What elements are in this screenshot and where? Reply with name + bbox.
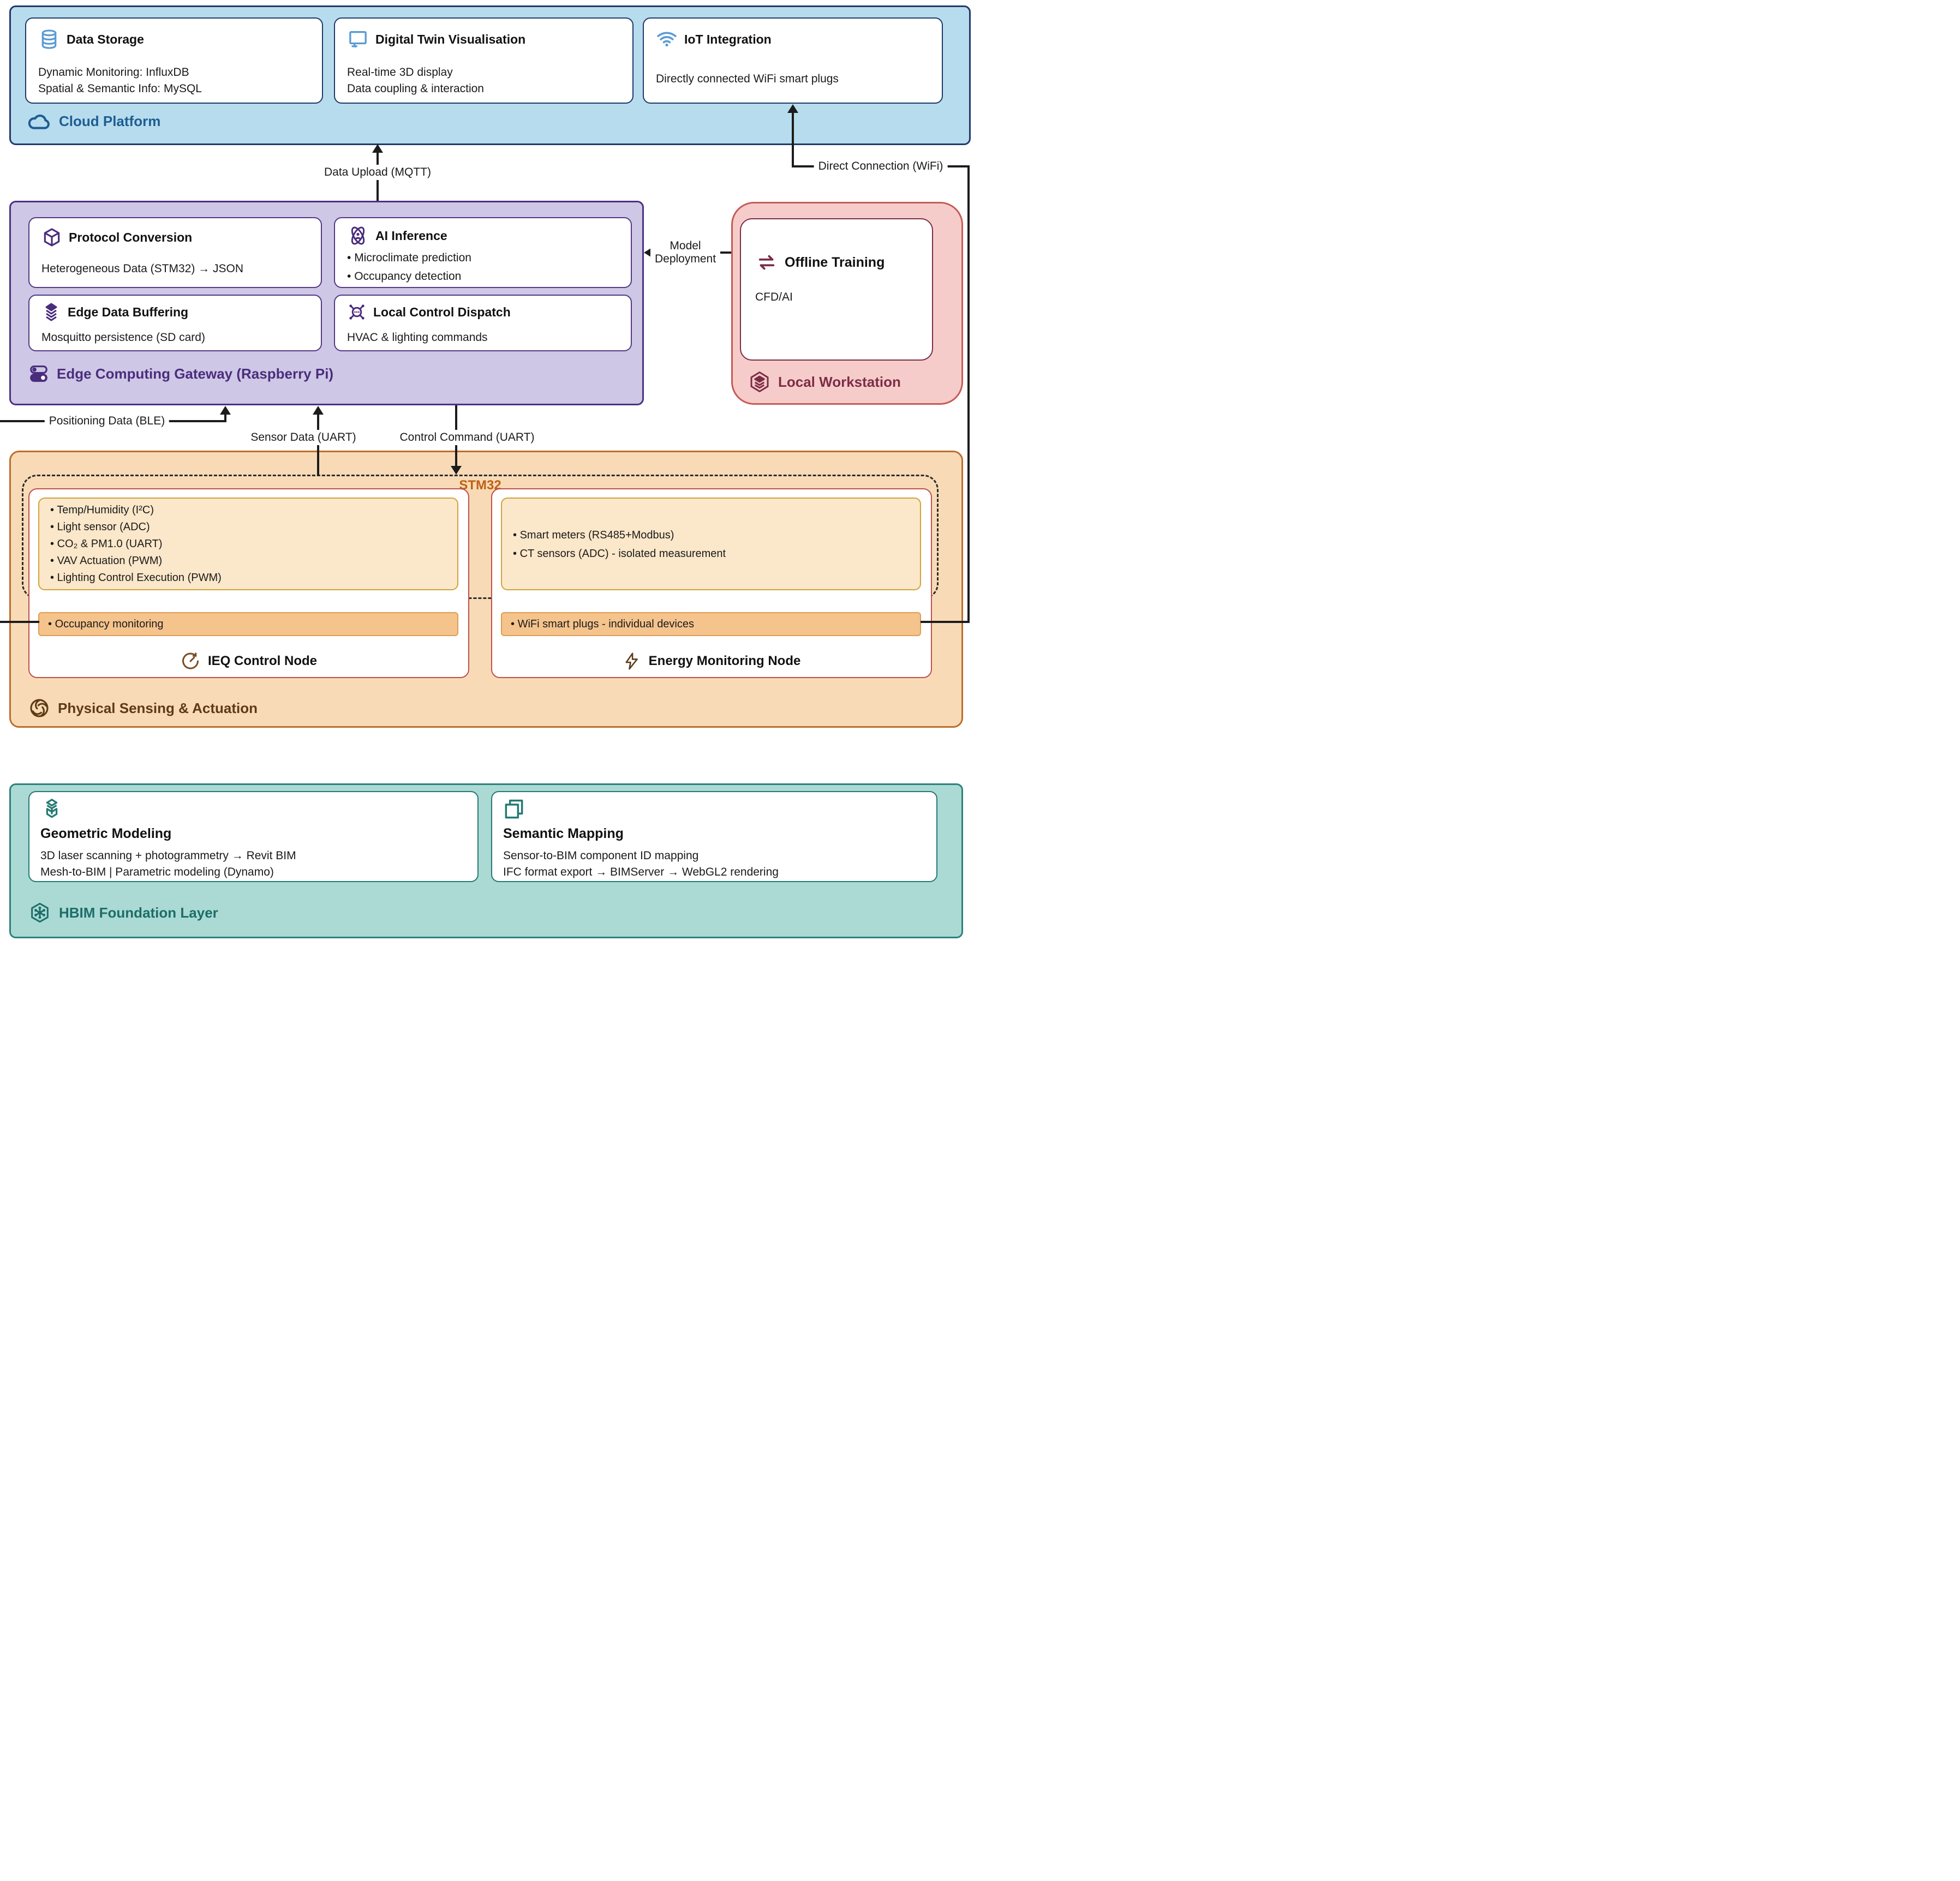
ai-inference-card: AI Inference Microclimate prediction Occ… (334, 217, 632, 288)
occupancy-connector-line (0, 621, 39, 623)
ieq-node-title: IEQ Control Node (181, 651, 317, 671)
card-line: HVAC & lighting commands (347, 331, 488, 344)
card-title: Protocol Conversion (69, 230, 193, 244)
ieq-item: CO₂ & PM1.0 (UART) (50, 536, 468, 553)
positioning-line-up (224, 414, 226, 421)
section-label-text: Edge Computing Gateway (Raspberry Pi) (57, 365, 334, 382)
ieq-peripherals-box: Temp/Humidity (I²C) Light sensor (ADC) C… (38, 498, 458, 590)
node-title-text: IEQ Control Node (208, 654, 317, 668)
data-upload-label: Data Upload (MQTT) (319, 165, 436, 180)
card-line: Sensor-to-BIM component ID mapping (503, 849, 699, 862)
physical-sensing-label: Physical Sensing & Actuation (28, 697, 258, 719)
card-title: Digital Twin Visualisation (375, 32, 526, 46)
wifi-icon (656, 28, 678, 50)
card-title: Offline Training (785, 254, 885, 270)
section-label-text: Cloud Platform (59, 112, 161, 129)
gauge-icon (181, 651, 200, 671)
section-label-text: Physical Sensing & Actuation (58, 699, 258, 716)
local-control-dispatch-card: Local Control Dispatch HVAC & lighting c… (334, 295, 632, 351)
data-upload-arrowhead (372, 144, 383, 153)
control-command-label: Control Command (UART) (395, 430, 539, 445)
wire-cube-icon (39, 798, 64, 823)
offline-training-card: Offline Training CFD/AI (740, 218, 933, 361)
hex-layers-icon (749, 371, 770, 393)
card-line: Dynamic Monitoring: InfluxDB (38, 66, 189, 79)
stacked-layers-icon (41, 302, 61, 322)
card-title: AI Inference (375, 228, 447, 243)
energy-item: Smart meters (RS485+Modbus) (513, 526, 931, 544)
geometric-modeling-card: Geometric Modeling 3D laser scanning + p… (28, 791, 479, 882)
ieq-item: Temp/Humidity (I²C) (50, 502, 468, 519)
local-workstation-label: Local Workstation (749, 371, 901, 393)
cube-icon (41, 227, 62, 248)
architecture-diagram: Data Storage Dynamic Monitoring: InfluxD… (0, 0, 980, 941)
card-line: Directly connected WiFi smart plugs (656, 73, 839, 85)
edge-data-buffering-card: Edge Data Buffering Mosquitto persistenc… (28, 295, 322, 351)
model-deployment-label: Model Deployment (650, 238, 721, 267)
card-line: Data coupling & interaction (347, 82, 484, 95)
cloud-platform-label: Cloud Platform (27, 111, 160, 131)
direct-connection-line-up (792, 112, 794, 167)
card-title: Local Control Dispatch (373, 304, 511, 319)
energy-node-title: Energy Monitoring Node (623, 652, 801, 670)
node-title-text: Energy Monitoring Node (648, 654, 801, 668)
section-label-text: HBIM Foundation Layer (59, 904, 218, 921)
direct-connection-line-right (967, 165, 970, 623)
data-storage-card: Data Storage Dynamic Monitoring: InfluxD… (25, 17, 323, 104)
toggles-icon (28, 363, 49, 384)
direct-connection-line-to-plugs (921, 621, 970, 623)
card-bullet: Microclimate prediction (347, 249, 471, 267)
energy-peripherals-box: Smart meters (RS485+Modbus) CT sensors (… (501, 498, 921, 590)
card-title: IoT Integration (684, 32, 772, 46)
card-title: Geometric Modeling (40, 826, 172, 841)
hbim-label: HBIM Foundation Layer (28, 901, 218, 924)
card-title: Data Storage (67, 32, 144, 46)
card-title: Semantic Mapping (503, 826, 624, 841)
stm32-boundary (22, 475, 939, 599)
atom-icon (347, 225, 369, 247)
control-command-arrowhead (451, 466, 462, 475)
card-line: Heterogeneous Data (STM32) → JSON (41, 262, 243, 275)
database-icon (38, 28, 60, 50)
positioning-arrowhead (220, 406, 231, 415)
cloud-icon (27, 111, 51, 131)
card-title: Edge Data Buffering (68, 304, 189, 319)
copy-squares-icon (502, 798, 526, 822)
protocol-conversion-card: Protocol Conversion Heterogeneous Data (… (28, 217, 322, 288)
ieq-item: Light sensor (ADC) (50, 519, 468, 536)
direct-connection-label: Direct Connection (WiFi) (814, 159, 948, 174)
wifi-plugs-strip: WiFi smart plugs - individual devices (501, 612, 921, 636)
ieq-item: Lighting Control Execution (PWM) (50, 570, 468, 586)
card-line: Spatial & Semantic Info: MySQL (38, 82, 202, 95)
strip-text: Occupancy monitoring (48, 618, 164, 631)
card-line: IFC format export → BIMServer → WebGL2 r… (503, 866, 779, 878)
occupancy-strip: Occupancy monitoring (38, 612, 458, 636)
card-bullet: Occupancy detection (347, 267, 471, 286)
strip-text: WiFi smart plugs - individual devices (511, 618, 694, 631)
hex-network-icon (28, 901, 51, 924)
spiral-icon (28, 697, 50, 719)
monitor-icon (347, 28, 369, 50)
card-line: Mesh-to-BIM | Parametric modeling (Dynam… (40, 866, 274, 878)
positioning-label: Positioning Data (BLE) (44, 414, 170, 429)
sensor-data-arrowhead (313, 406, 324, 415)
iot-integration-card: IoT Integration Directly connected WiFi … (643, 17, 943, 104)
energy-item: CT sensors (ADC) - isolated measurement (513, 544, 931, 563)
digital-twin-card: Digital Twin Visualisation Real-time 3D … (334, 17, 634, 104)
exchange-arrows-icon (755, 251, 778, 274)
sensor-data-label: Sensor Data (UART) (246, 430, 361, 445)
hub-icon (347, 302, 367, 322)
bolt-icon (623, 652, 641, 670)
card-line: Real-time 3D display (347, 66, 453, 79)
ieq-item: VAV Actuation (PWM) (50, 553, 468, 570)
card-line: CFD/AI (755, 291, 793, 303)
semantic-mapping-card: Semantic Mapping Sensor-to-BIM component… (491, 791, 937, 882)
card-line: Mosquitto persistence (SD card) (41, 331, 205, 344)
card-line: 3D laser scanning + photogrammetry → Rev… (40, 849, 296, 862)
section-label-text: Local Workstation (778, 373, 901, 390)
direct-connection-arrowhead (787, 104, 798, 113)
edge-gateway-label: Edge Computing Gateway (Raspberry Pi) (28, 363, 333, 384)
